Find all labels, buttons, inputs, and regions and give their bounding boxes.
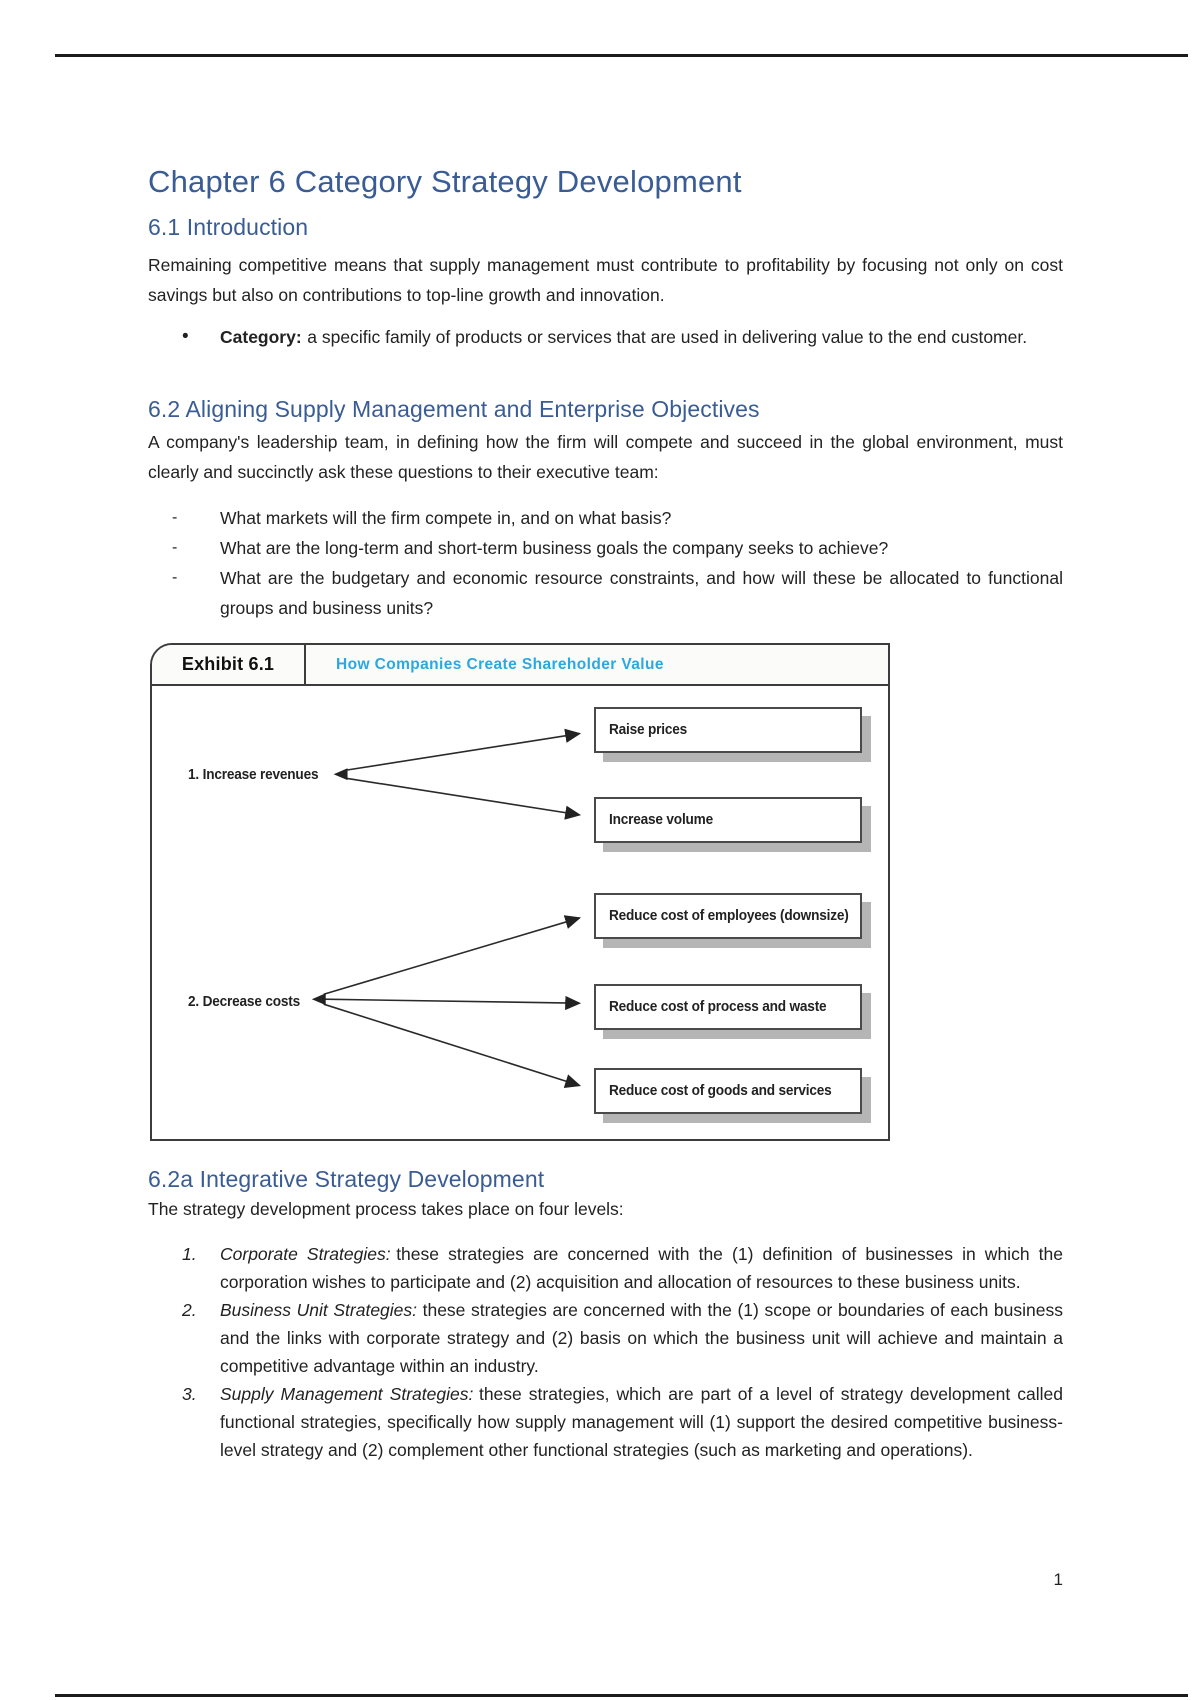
diagram-label-increase-revenues: 1. Increase revenues: [188, 763, 327, 787]
level-text: Business Unit Strategies:these strategie…: [220, 1296, 1063, 1380]
page-number: 1: [1053, 1570, 1063, 1589]
diagram-box-text: Raise prices: [609, 722, 688, 738]
level-term: Business Unit Strategies:: [220, 1300, 418, 1320]
bullet-text: Category:a specific family of products o…: [220, 322, 1063, 353]
category-bullet-item: • Category:a specific family of products…: [148, 322, 1063, 353]
diagram-box-reduce-cost-employees: Reduce cost of employees (downsize): [594, 893, 862, 939]
number-marker: 1.: [182, 1244, 197, 1264]
level-rest: these strategies are concerned with the …: [220, 1300, 1063, 1376]
level-text: Corporate Strategies:these strategies ar…: [220, 1240, 1063, 1296]
top-rule: [55, 54, 1188, 57]
exhibit-diagram: 1. Increase revenues 2. Decrease costs R…: [152, 684, 888, 1139]
section-heading-6-2: 6.2 Aligning Supply Management and Enter…: [148, 396, 760, 422]
aligning-paragraph: A company's leadership team, in defining…: [148, 432, 1063, 482]
integrative-paragraph: The strategy development process takes p…: [148, 1199, 624, 1219]
intro-paragraph: Remaining competitive means that supply …: [148, 255, 1063, 305]
dash-marker: -: [172, 539, 178, 556]
question-text: What are the long-term and short-term bu…: [220, 538, 889, 558]
list-item: - What are the budgetary and economic re…: [148, 563, 1063, 623]
exhibit-label-cell: Exhibit 6.1: [152, 645, 306, 684]
diagram-box-text: Reduce cost of goods and services: [609, 1083, 832, 1099]
level-rest: these strategies are concerned with the …: [220, 1244, 1063, 1292]
diagram-box-raise-prices: Raise prices: [594, 707, 862, 753]
list-item: 1. Corporate Strategies:these strategies…: [148, 1240, 1063, 1296]
diagram-box-text: Reduce cost of employees (downsize): [609, 908, 849, 924]
number-marker: 3.: [182, 1384, 197, 1404]
level-text: Supply Management Strategies:these strat…: [220, 1380, 1063, 1464]
bottom-rule: [55, 1694, 1188, 1697]
exhibit-6-1-figure: Exhibit 6.1 How Companies Create Shareho…: [150, 643, 890, 1141]
diagram-box-reduce-cost-process: Reduce cost of process and waste: [594, 984, 862, 1030]
level-rest: these strategies, which are part of a le…: [220, 1384, 1063, 1460]
exhibit-label: Exhibit 6.1: [181, 654, 275, 674]
diagram-box-increase-volume: Increase volume: [594, 797, 862, 843]
list-item: - What are the long-term and short-term …: [148, 533, 1063, 563]
diagram-box-reduce-cost-goods: Reduce cost of goods and services: [594, 1068, 862, 1114]
section-heading-6-1: 6.1 Introduction: [148, 214, 309, 240]
dash-marker: -: [172, 509, 178, 526]
bullet-term: Category:: [220, 327, 302, 347]
page-title: Chapter 6 Category Strategy Development: [148, 164, 742, 199]
exhibit-title-cell: How Companies Create Shareholder Value: [306, 645, 888, 684]
dash-marker: -: [172, 569, 178, 586]
list-item: 3. Supply Management Strategies:these st…: [148, 1380, 1063, 1464]
strategy-levels-list: 1. Corporate Strategies:these strategies…: [148, 1240, 1063, 1464]
level-term: Supply Management Strategies:: [220, 1384, 474, 1404]
exhibit-header: Exhibit 6.1 How Companies Create Shareho…: [152, 645, 888, 686]
diagram-label-text: 1. Increase revenues: [188, 767, 319, 783]
bullet-rest: a specific family of products or service…: [307, 327, 1028, 347]
question-text: What are the budgetary and economic reso…: [220, 568, 1063, 618]
questions-list: - What markets will the firm compete in,…: [148, 503, 1063, 623]
diagram-box-text: Increase volume: [609, 812, 714, 828]
list-item: - What markets will the firm compete in,…: [148, 503, 1063, 533]
section-heading-6-2a: 6.2a Integrative Strategy Development: [148, 1166, 545, 1192]
diagram-label-text: 2. Decrease costs: [188, 994, 300, 1010]
diagram-label-decrease-costs: 2. Decrease costs: [188, 990, 307, 1014]
exhibit-title: How Companies Create Shareholder Value: [336, 655, 664, 673]
number-marker: 2.: [182, 1300, 197, 1320]
question-text: What markets will the firm compete in, a…: [220, 508, 672, 528]
list-item: 2. Business Unit Strategies:these strate…: [148, 1296, 1063, 1380]
diagram-box-text: Reduce cost of process and waste: [609, 999, 827, 1015]
bullet-marker: •: [182, 326, 189, 347]
level-term: Corporate Strategies:: [220, 1244, 391, 1264]
